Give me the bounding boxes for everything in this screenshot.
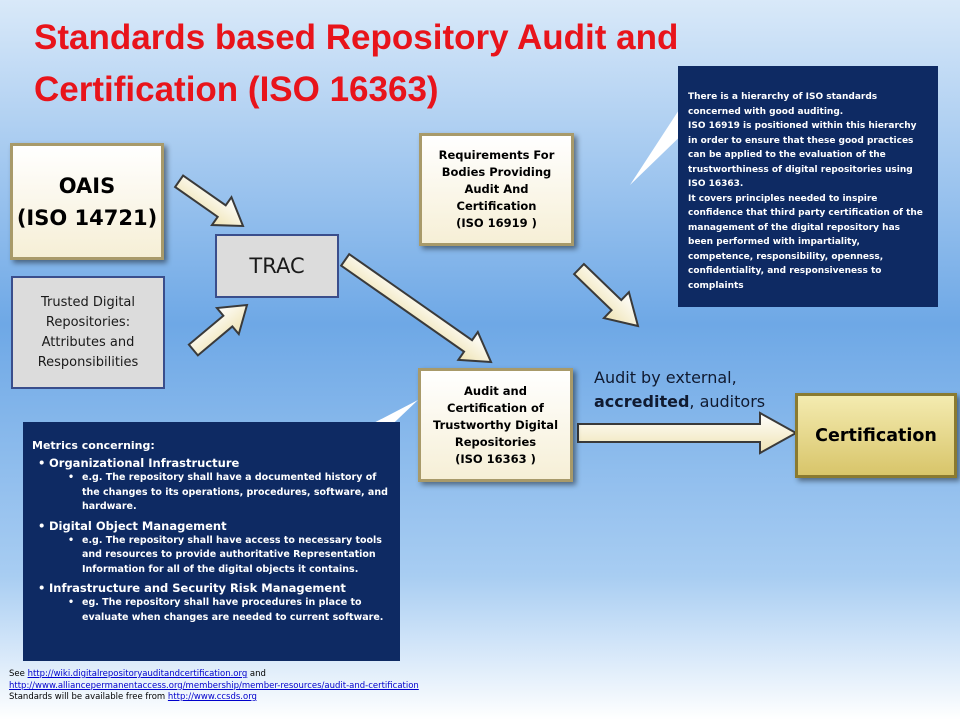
tdr-line-3: Attributes and	[41, 334, 135, 350]
certification-label: Certification	[815, 425, 937, 446]
oais-box: OAIS (ISO 14721)	[10, 143, 164, 260]
metric-category: Organizational Infrastructure	[32, 455, 392, 471]
callout-iso-16919: There is a hierarchy of ISO standards co…	[678, 66, 938, 307]
audit-line-5: (ISO 16363 )	[455, 451, 536, 466]
footer-link-wiki[interactable]: http://wiki.digitalrepositoryauditandcer…	[27, 669, 248, 679]
slide-title-line-1: Standards based Repository Audit and	[34, 18, 679, 57]
metric-example: e.g. The repository shall have access to…	[32, 534, 392, 578]
metrics-list: Organizational Infrastructure e.g. The r…	[32, 455, 392, 625]
arrow-oais-to-trac	[173, 174, 245, 228]
callout-metrics: Metrics concerning: Organizational Infra…	[23, 422, 400, 661]
slide-title-line-2: Certification (ISO 16363)	[34, 70, 439, 109]
slide-title: Standards based Repository Audit and Cer…	[34, 12, 754, 116]
oais-label: OAIS	[58, 173, 116, 198]
footer-and: and	[247, 669, 266, 679]
requirements-line-1: Requirements For	[438, 148, 555, 162]
arrow-requirements-to-audit	[572, 262, 640, 328]
footer-link-apa[interactable]: http://www.alliancepermanentaccess.org/m…	[9, 680, 419, 691]
trusted-digital-repositories-box: Trusted Digital Repositories: Attributes…	[11, 276, 165, 389]
external-prefix: Audit by external,	[594, 368, 737, 387]
external-auditors-label: Audit by external, accredited, auditors	[594, 366, 804, 414]
metrics-heading: Metrics concerning:	[32, 439, 155, 452]
metric-category: Infrastructure and Security Risk Managem…	[32, 580, 392, 596]
callout-right-p2: ISO 16919 is positioned within this hier…	[688, 121, 917, 189]
trac-label: TRAC	[249, 254, 305, 278]
callout-right-p1: There is a hierarchy of ISO standards co…	[688, 92, 878, 117]
footer-see: See	[9, 669, 28, 679]
audit-line-2: Certification of	[447, 400, 544, 415]
arrow-audit-to-certification	[577, 411, 799, 455]
requirements-line-5: (ISO 16919 )	[456, 216, 537, 230]
audit-certification-box: Audit and Certification of Trustworthy D…	[418, 368, 573, 482]
tdr-line-1: Trusted Digital	[40, 294, 136, 310]
footer-free: Standards will be available free from	[9, 692, 168, 702]
audit-line-4: Repositories	[454, 434, 537, 449]
callout-right-p3: It covers principles needed to inspire c…	[688, 193, 923, 291]
requirements-line-3: Audit And	[464, 182, 529, 196]
footer-link-ccsds[interactable]: http://www.ccsds.org	[167, 692, 257, 702]
arrow-trac-to-audit	[339, 252, 493, 364]
requirements-box: Requirements For Bodies Providing Audit …	[419, 133, 574, 246]
oais-standard: (ISO 14721)	[16, 205, 158, 230]
metric-example: e.g. The repository shall have a documen…	[32, 471, 392, 515]
footer-references: See http://wiki.digitalrepositoryauditan…	[9, 669, 529, 704]
arrow-tdr-to-trac	[187, 303, 249, 357]
tdr-line-2: Repositories:	[45, 314, 131, 330]
certification-box: Certification	[795, 393, 957, 478]
trac-box: TRAC	[215, 234, 339, 298]
metric-category: Digital Object Management	[32, 518, 392, 534]
external-suffix: , auditors	[689, 392, 766, 411]
metric-example: eg. The repository shall have procedures…	[32, 596, 392, 625]
audit-line-3: Trustworthy Digital	[432, 417, 559, 432]
external-accredited: accredited	[594, 392, 690, 411]
audit-line-1: Audit and	[464, 383, 527, 398]
requirements-line-2: Bodies Providing	[441, 165, 552, 179]
requirements-line-4: Certification	[456, 199, 537, 213]
tdr-line-4: Responsibilities	[37, 354, 139, 370]
